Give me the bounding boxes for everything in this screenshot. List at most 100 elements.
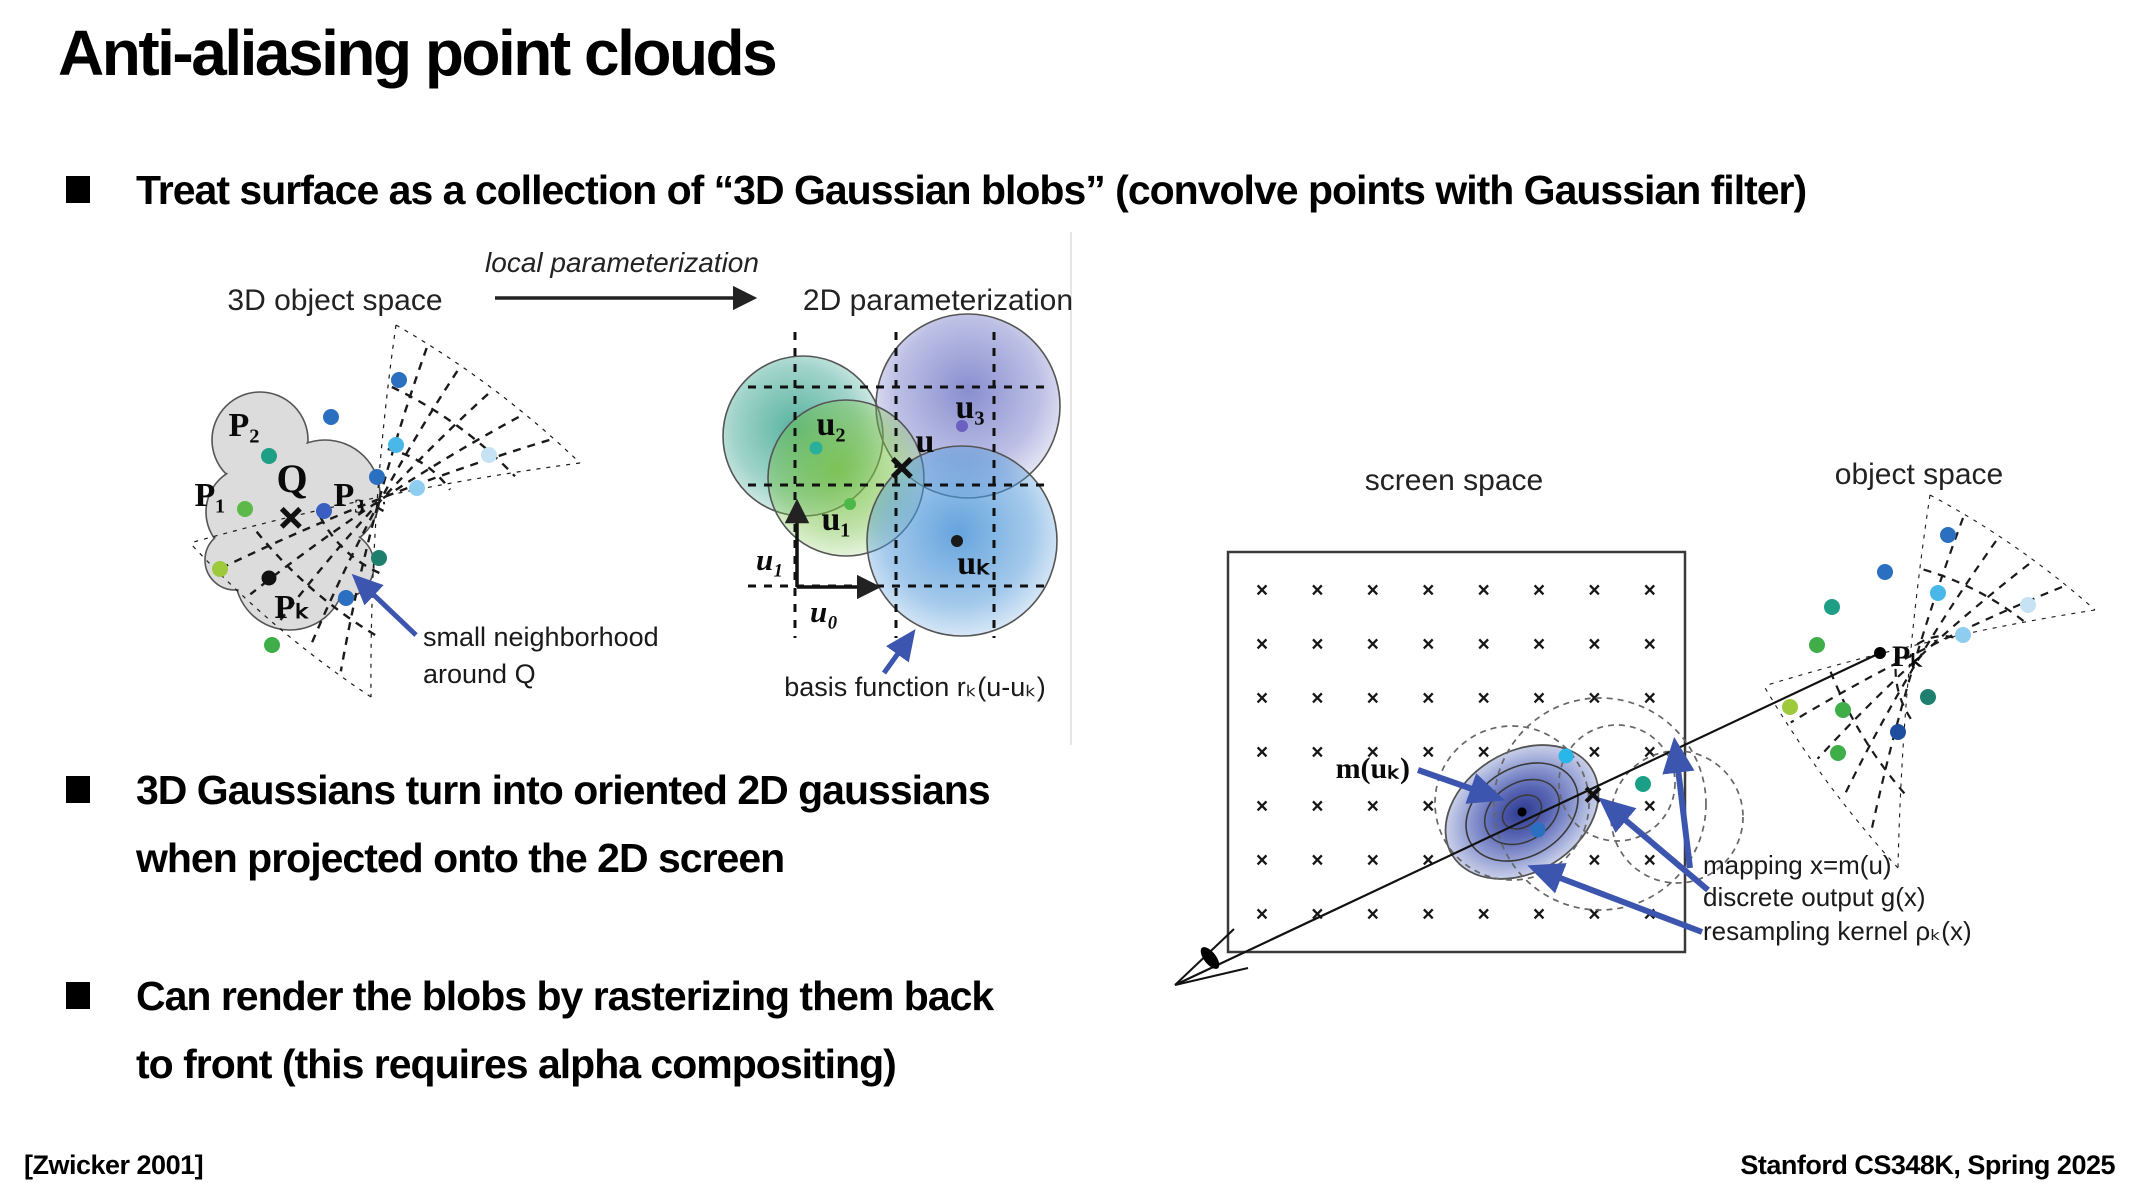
u2-dot [809, 441, 823, 455]
pixel-cross: × [1256, 579, 1268, 602]
surface-points [212, 372, 497, 653]
sample-point [369, 469, 385, 485]
mesh-line [1929, 494, 2096, 611]
annotation-small-neighborhood: small neighborhood [423, 622, 659, 652]
label-resampling-kernel: resampling kernel ρₖ(x) [1703, 916, 1972, 946]
pixel-cross: × [1367, 633, 1379, 656]
pixel-cross: × [1533, 579, 1545, 602]
bullet-square [66, 176, 90, 203]
splat-center-dot [1517, 807, 1527, 817]
pixel-cross: × [1588, 741, 1600, 764]
pixel-grid: ××××××××××××××××××××××××××××××××××××××××… [1256, 579, 1656, 926]
bold-pixel-cross: × [1583, 777, 1602, 814]
u1-dot [844, 498, 856, 510]
label-pk-right: Pₖ [1892, 640, 1923, 673]
pixel-cross: × [1311, 633, 1323, 656]
pixel-cross: × [1367, 579, 1379, 602]
pixel-cross: × [1644, 633, 1656, 656]
pixel-cross: × [1644, 849, 1656, 872]
pixel-cross: × [1367, 849, 1379, 872]
mesh-line [1843, 540, 1997, 796]
pixel-cross: × [1367, 741, 1379, 764]
pixel-cross: × [1588, 579, 1600, 602]
mesh-line [189, 462, 581, 544]
label-pk: Pₖ [274, 589, 309, 626]
view-ray [1174, 652, 1881, 986]
screen-rect [1226, 550, 1687, 954]
pixel-cross: × [1533, 633, 1545, 656]
mesh-line [254, 528, 376, 637]
label-local-parameterization: local parameterization [485, 247, 759, 278]
pixel-cross: × [1588, 687, 1600, 710]
mesh-line [1790, 585, 2063, 724]
pixel-cross: × [1311, 687, 1323, 710]
bullet-1: Treat surface as a collection of “3D Gau… [66, 156, 1807, 224]
axis-u0-label: u₀ [810, 594, 838, 629]
u3-dot [956, 420, 968, 432]
label-m-uk: m(uₖ) [1336, 752, 1410, 785]
sample-point [1558, 748, 1574, 764]
sample-point [212, 561, 228, 577]
q-cross-mark: × [278, 492, 304, 543]
pixel-cross: × [1533, 903, 1545, 926]
mesh-line [318, 515, 380, 575]
sample-point [371, 550, 387, 566]
pixel-cross: × [1477, 579, 1489, 602]
sample-point [481, 447, 497, 463]
pixel-cross: × [1422, 687, 1434, 710]
sample-point [1930, 585, 1946, 601]
bullet-2-line-1: 3D Gaussians turn into oriented 2D gauss… [136, 767, 991, 813]
sample-point [264, 637, 280, 653]
mesh-line [395, 324, 581, 464]
discrete-output-arrow [1598, 797, 1710, 893]
sample-point [237, 501, 253, 517]
mesh-line [219, 438, 550, 570]
sample-point [261, 448, 277, 464]
bullet-square [66, 982, 90, 1009]
sample-point [1530, 822, 1546, 838]
pixel-cross: × [1588, 633, 1600, 656]
pixel-cross: × [1367, 795, 1379, 818]
pixel-cross: × [1256, 849, 1268, 872]
label-object-space: object space [1835, 458, 2003, 491]
object-space-mesh [1763, 494, 2096, 869]
sample-point [1809, 637, 1825, 653]
pixel-cross: × [1311, 849, 1323, 872]
object-space-points [1782, 527, 2036, 761]
resampling-kernel-arrow [1527, 863, 1704, 935]
mesh-line [1829, 670, 1906, 795]
pixel-cross: × [1477, 741, 1489, 764]
label-2d-parameterization: 2D parameterization [803, 284, 1073, 317]
label-p3: P₃ [334, 477, 365, 514]
basis-function-arrow [881, 629, 916, 675]
pixel-cross: × [1588, 849, 1600, 872]
bullet-2-line-2: when projected onto the 2D screen [136, 835, 785, 881]
bullet-3-line-1: Can render the blobs by rasterizing them… [136, 973, 994, 1019]
label-screen-space: screen space [1365, 464, 1543, 497]
pixel-cross: × [1256, 741, 1268, 764]
sample-point [323, 409, 339, 425]
mesh-line [279, 393, 489, 621]
pixel-cross: × [1256, 795, 1268, 818]
sample-point [338, 590, 354, 606]
label-discrete-output: discrete output g(x) [1703, 882, 1926, 912]
label-q: Q [276, 456, 307, 501]
mesh-line [1894, 655, 1912, 720]
eye-icon [1174, 928, 1249, 986]
gaussian-basis-circles [722, 313, 1061, 637]
label-u: u [916, 423, 935, 460]
pixel-cross: × [1644, 687, 1656, 710]
u-cross-mark: × [889, 442, 915, 493]
sample-point [391, 372, 407, 388]
pixel-cross: × [1311, 795, 1323, 818]
mesh-line [1816, 563, 2030, 760]
sample-point [1824, 599, 1840, 615]
pixel-cross: × [1256, 903, 1268, 926]
mesh-line [1763, 685, 1899, 869]
pixel-cross: × [1588, 903, 1600, 926]
sample-point [1890, 724, 1906, 740]
point-pk-dot [261, 570, 277, 586]
label-3d-object-space: 3D object space [227, 284, 442, 317]
mesh-line [1923, 568, 2030, 627]
sample-point [1920, 689, 1936, 705]
